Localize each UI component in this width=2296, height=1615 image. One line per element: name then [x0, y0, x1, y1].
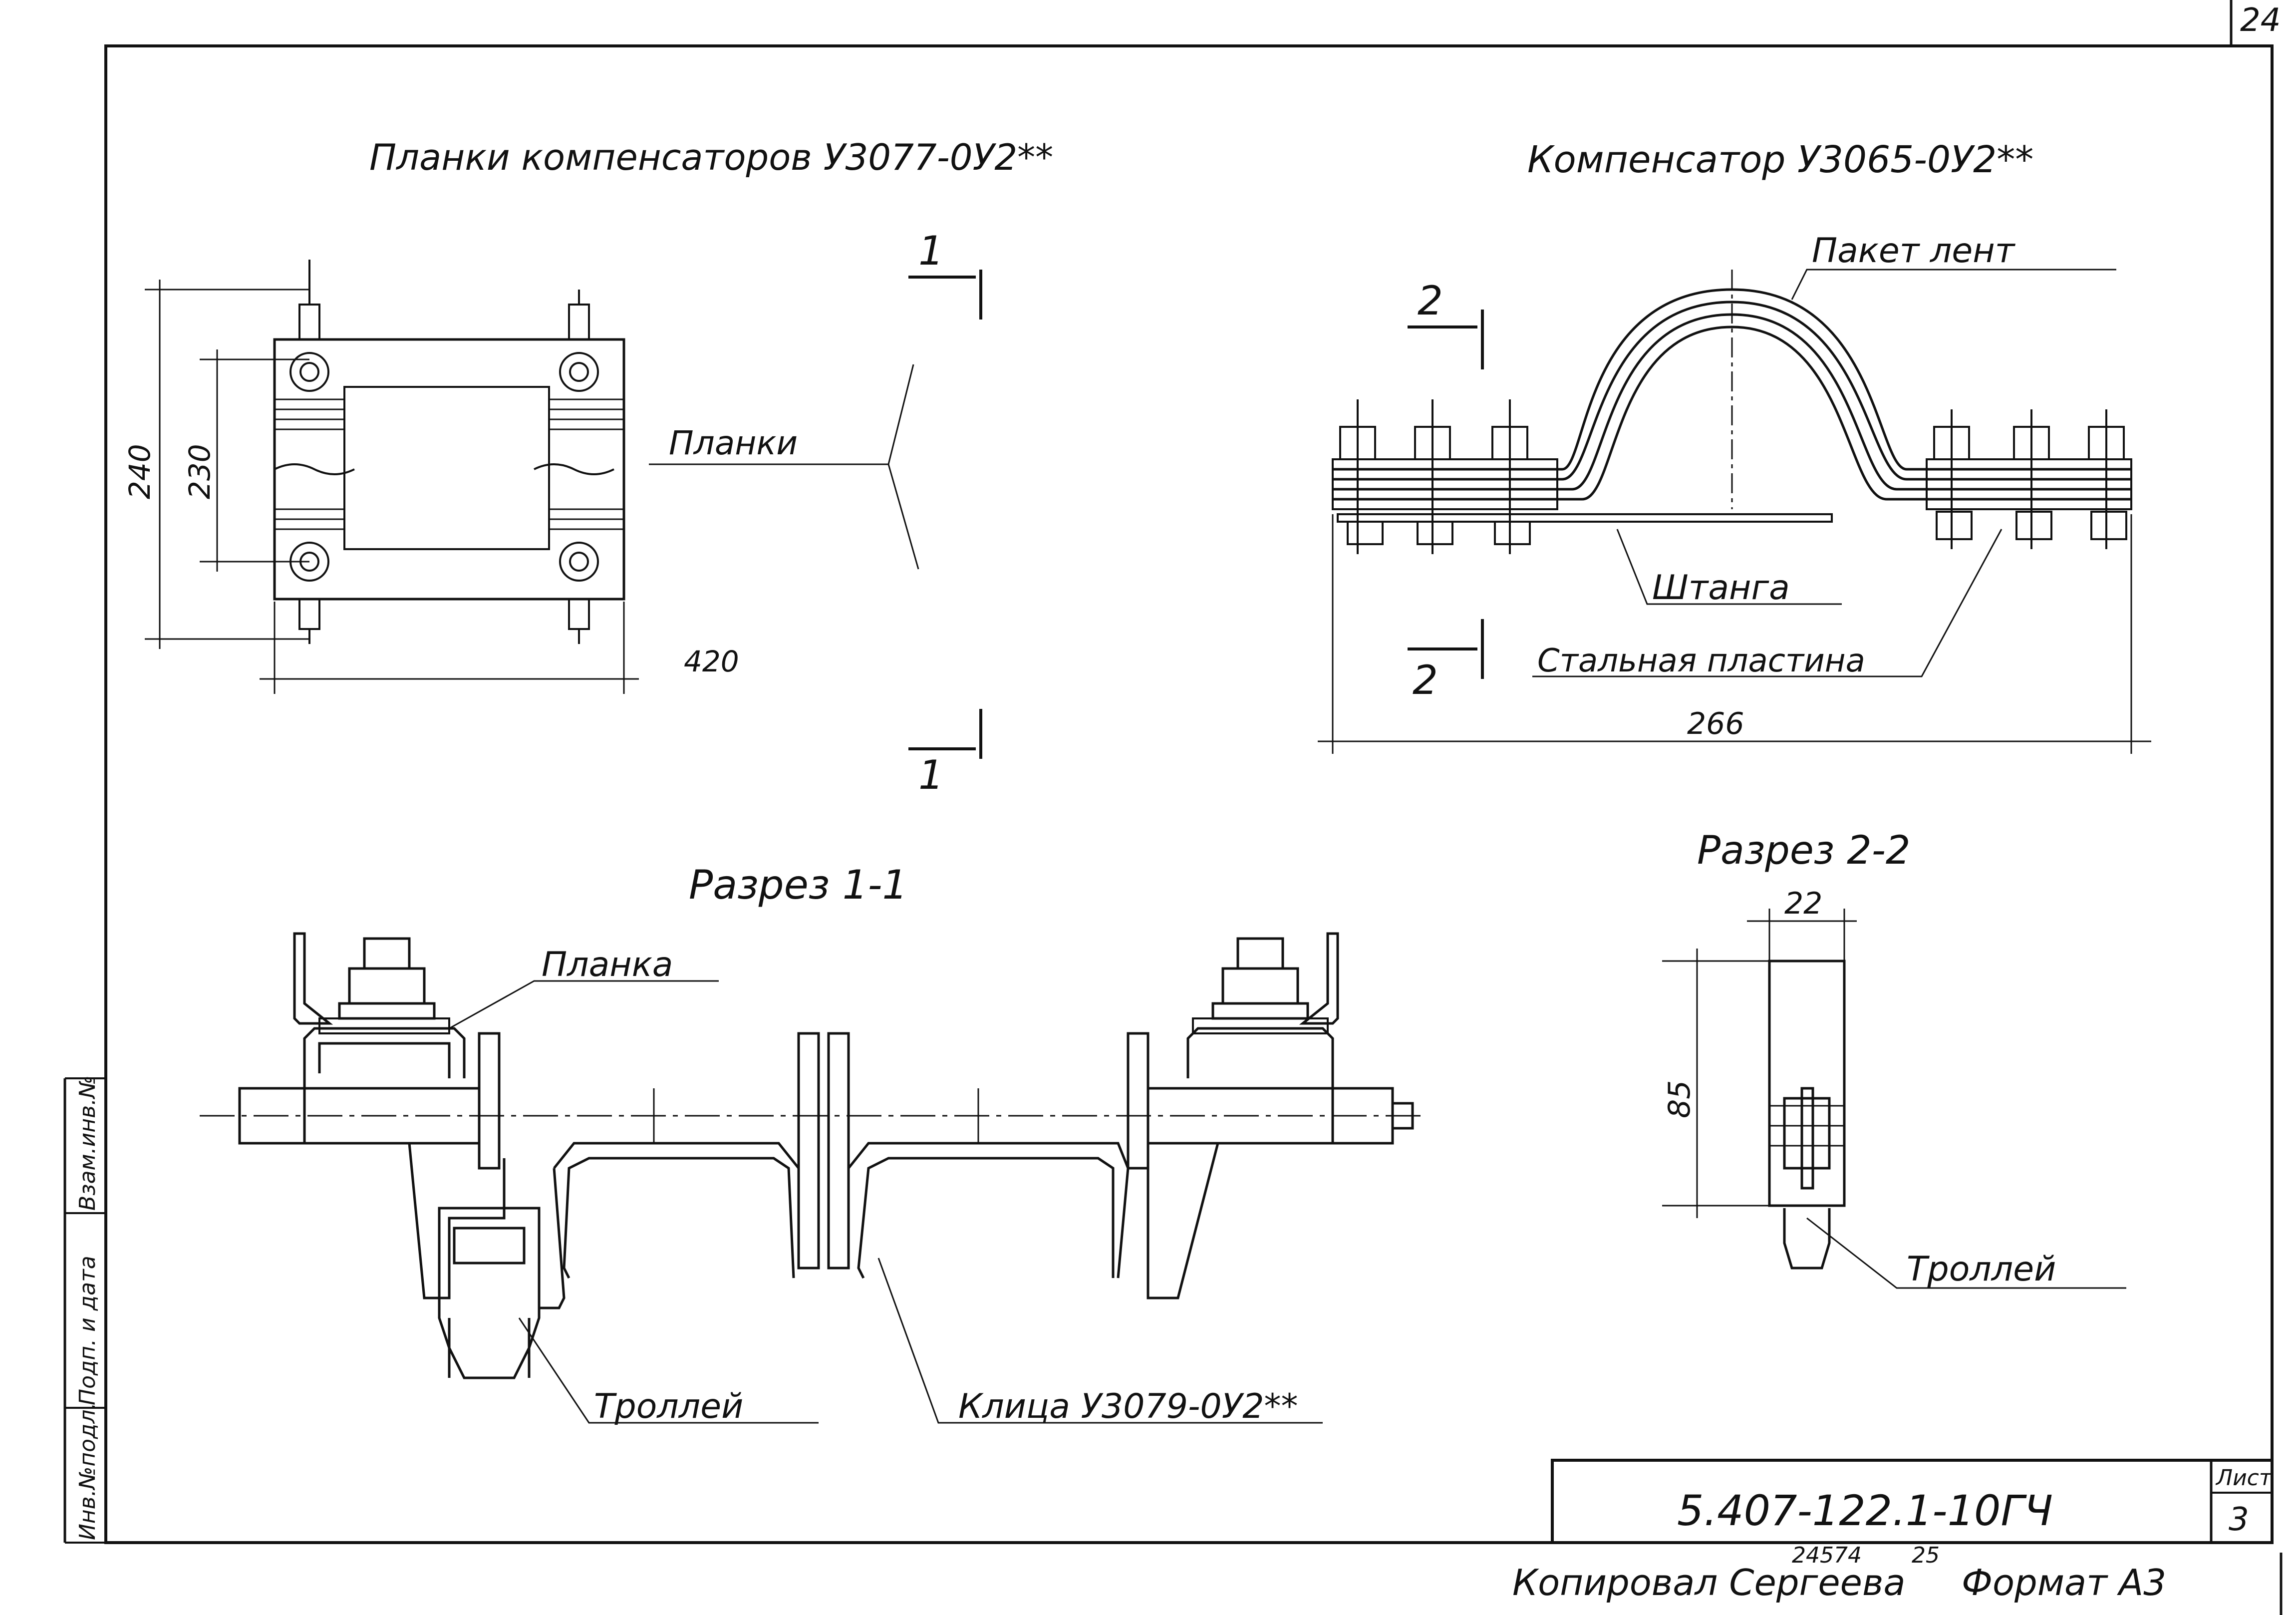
sheet-number: 3	[2229, 1501, 2249, 1538]
stamp-inv-podl: Инв.№подл.	[75, 1402, 100, 1540]
view-planki: 240 230 420 Планки 1 1	[123, 228, 982, 798]
footer-small-number-2: 25	[1912, 1543, 1940, 1568]
label-planka: Планка	[542, 945, 673, 984]
stamp-vzam-inv: Взам.инв.№	[75, 1075, 100, 1211]
label-shtanga: Штанга	[1652, 568, 1790, 608]
view-kompensator: Пакет лент Штанга Стальная пластина 266 …	[1318, 231, 2151, 754]
title-planki: Планки компенсаторов У3077-0У2**	[369, 136, 1053, 178]
label-planki: Планки	[669, 424, 798, 462]
designation: 5.407-122.1-10ГЧ	[1677, 1486, 2053, 1535]
title-kompensator: Компенсатор У3065-0У2**	[1527, 138, 2033, 181]
side-stamp: Инв.№подл. Подп. и дата Взам.инв.№	[75, 1075, 100, 1540]
section-mark-1-bottom: 1	[918, 752, 944, 798]
dim-266: 266	[1687, 706, 1744, 741]
view-razrez-1	[200, 932, 1428, 1379]
label-trollei-right: Троллей	[1907, 1250, 2056, 1289]
section-mark-2-top: 2	[1418, 278, 1443, 324]
dim-240: 240	[123, 444, 157, 499]
title-razrez-2: Разрез 2-2	[1697, 828, 1910, 873]
label-paket-lent: Пакет лент	[1812, 231, 2016, 271]
label-trollei-left: Троллей	[594, 1387, 743, 1426]
sheet-label: Лист	[2215, 1465, 2273, 1491]
footer-format: Формат А3	[1962, 1562, 2166, 1604]
dim-85: 85	[1662, 1080, 1697, 1118]
footer-small-number-1: 24574	[1792, 1543, 1862, 1568]
section-mark-2-bottom: 2	[1413, 657, 1438, 703]
view-razrez-2	[1768, 960, 1846, 1270]
razrez-2-dims	[1662, 909, 2126, 1289]
sheet-corner-number: 24	[2240, 2, 2281, 39]
razrez-1-leaders	[449, 980, 1323, 1424]
frame	[63, 0, 2283, 1615]
title-razrez-1: Разрез 1-1	[689, 862, 907, 908]
section-mark-1-top: 1	[918, 228, 944, 274]
label-stalnaya-plastina: Стальная пластина	[1537, 643, 1865, 679]
stamp-podp-data: Подп. и дата	[75, 1256, 100, 1405]
dim-22: 22	[1784, 886, 1822, 921]
dim-230: 230	[183, 444, 217, 499]
label-klitsa: Клица У3079-0У2**	[958, 1387, 1298, 1426]
footer-copied: Копировал Сергеева	[1512, 1562, 1906, 1604]
dim-420: 420	[684, 645, 739, 678]
